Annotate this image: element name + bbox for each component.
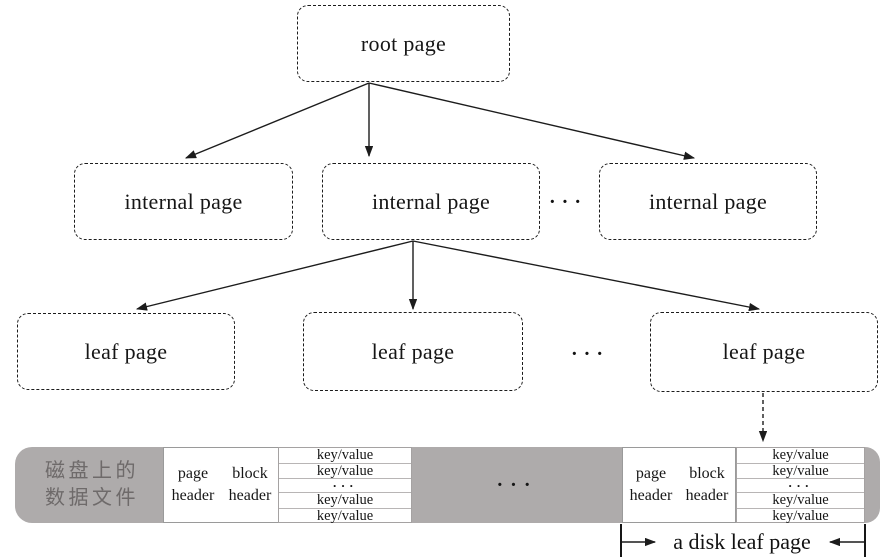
bracket-right-tick — [864, 524, 866, 557]
arrow-internal-to-leaf-3 — [412, 240, 761, 312]
node-root-page: root page — [297, 5, 510, 82]
node-leaf-1-label: leaf page — [84, 338, 168, 364]
node-leaf-3-label: leaf page — [722, 339, 806, 364]
bracket-left-tick — [620, 524, 622, 557]
node-leaf-page-2: leaf page — [303, 312, 523, 391]
disk-file-label-block: 磁盘上的 数据文件 — [15, 447, 163, 523]
node-internal-2-label: internal page — [371, 188, 491, 214]
node-internal-page-1: internal page — [74, 163, 293, 240]
kv-row: key/value — [772, 507, 829, 524]
disk-file-label-line1: 磁盘上的 — [45, 460, 139, 482]
arrow-internal-to-leaf-1 — [135, 240, 414, 311]
block-header-cell-2: block header — [679, 447, 736, 523]
node-leaf-page-1: leaf page — [17, 313, 235, 390]
page-header-cell-2: page header — [622, 447, 680, 523]
kv-column-1: key/value key/value ··· key/value key/va… — [278, 447, 412, 523]
kv-row: key/value — [737, 448, 864, 464]
disk-middle-gap-block: ··· — [412, 447, 622, 523]
disk-middle-ellipsis: ··· — [496, 474, 538, 496]
kv-row: key/value — [737, 493, 864, 509]
node-leaf-page-3: leaf page — [650, 312, 878, 392]
kv-row: key/value — [279, 463, 411, 479]
kv-row: key/value — [279, 493, 411, 509]
disk-right-cap — [865, 447, 880, 523]
kv-column-2: key/value key/value ··· key/value key/va… — [736, 447, 865, 523]
arrow-root-to-internal-3 — [368, 82, 696, 160]
kv-row-ellipsis: ··· — [279, 479, 411, 493]
arrow-root-to-internal-1 — [184, 82, 370, 159]
disk-file-label-line2: 数据文件 — [45, 487, 139, 509]
block-header-cell-1: block header — [222, 447, 279, 523]
node-internal-page-2: internal page — [322, 163, 540, 240]
node-internal-3-label: internal page — [648, 188, 768, 214]
leaf-row-ellipsis: ··· — [571, 343, 610, 365]
node-internal-page-3: internal page — [599, 163, 817, 240]
internal-row-ellipsis: ··· — [549, 191, 588, 213]
kv-row: key/value — [279, 448, 411, 464]
node-root-label: root page — [360, 30, 447, 56]
kv-row: key/value — [316, 507, 374, 524]
kv-row-ellipsis: ··· — [737, 479, 864, 493]
kv-row: key/value — [737, 463, 864, 479]
disk-leaf-page-caption: a disk leaf page — [673, 529, 811, 554]
node-internal-1-label: internal page — [124, 188, 243, 214]
page-header-cell-1: page header — [163, 447, 223, 523]
node-leaf-2-label: leaf page — [371, 338, 455, 364]
